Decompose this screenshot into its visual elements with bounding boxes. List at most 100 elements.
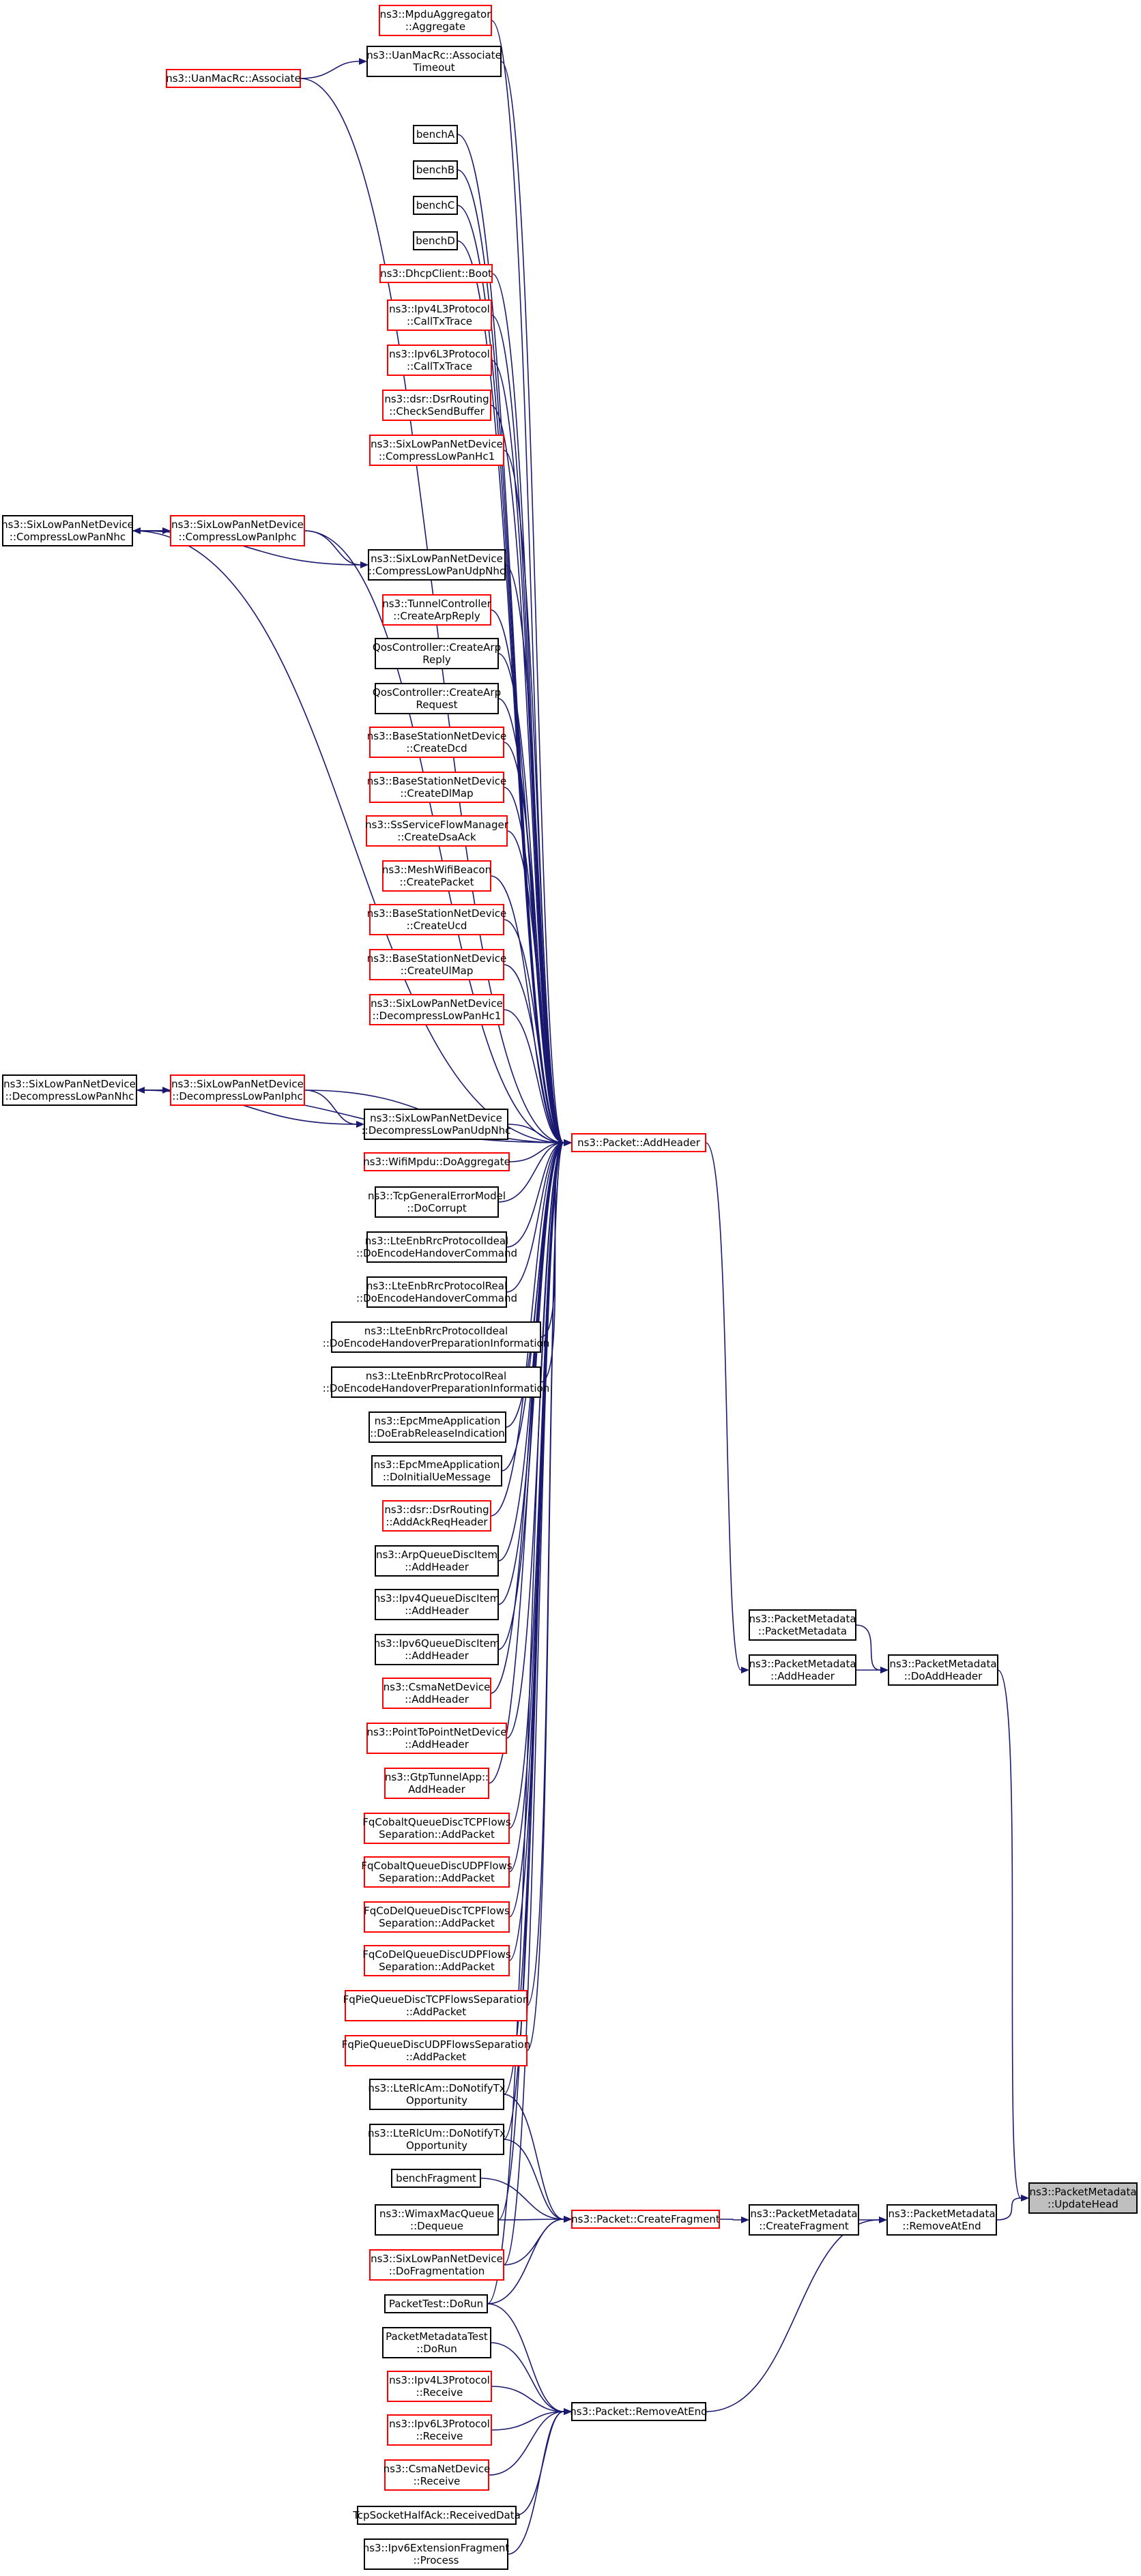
- node-compUdp[interactable]: ns3::SixLowPanNetDevice::CompressLowPanU…: [368, 549, 506, 581]
- node-decUdp[interactable]: ns3::SixLowPanNetDevice::DecompressLowPa…: [362, 1109, 511, 1140]
- node-dsrAck[interactable]: ns3::dsr::DsrRouting::AddAckReqHeader: [382, 1500, 491, 1532]
- node-pmRemove[interactable]: ns3::PacketMetadata::RemoveAtEnd: [886, 2204, 997, 2236]
- node-box: [888, 1654, 998, 1686]
- node-decIphc[interactable]: ns3::SixLowPanNetDevice::DecompressLowPa…: [170, 1074, 305, 1106]
- node-bsDcd[interactable]: ns3::BaseStationNetDevice::CreateDcd: [367, 727, 506, 758]
- node-ipv6Ext[interactable]: ns3::Ipv6ExtensionFragment::Process: [363, 2538, 510, 2570]
- node-pktTest[interactable]: PacketTest::DoRun: [384, 2294, 488, 2313]
- node-fqCobTcp[interactable]: FqCobaltQueueDiscTCPFlowsSeparation::Add…: [362, 1813, 511, 1844]
- node-label: ::Receive: [416, 2430, 463, 2442]
- node-box: [345, 2035, 528, 2066]
- node-fqCobUdp[interactable]: FqCobaltQueueDiscUDPFlowsSeparation::Add…: [361, 1856, 512, 1888]
- node-pmDoAdd[interactable]: ns3::PacketMetadata::DoAddHeader: [888, 1654, 998, 1686]
- node-label: ns3::PacketMetadata: [749, 1658, 856, 1670]
- edge-wimaxDeq-to-createFrag-line: [497, 2219, 564, 2221]
- node-arpQdi[interactable]: ns3::ArpQueueDiscItem::AddHeader: [375, 1545, 499, 1577]
- node-box: [384, 2459, 489, 2491]
- node-benchB[interactable]: benchB: [413, 160, 458, 179]
- node-removeAtEnd[interactable]: ns3::Packet::RemoveAtEnd: [570, 2402, 708, 2421]
- node-compIphc[interactable]: ns3::SixLowPanNetDevice::CompressLowPanI…: [170, 515, 305, 546]
- edge-epcUe-to-addHeader: [501, 1139, 572, 1472]
- node-compHc1[interactable]: ns3::SixLowPanNetDevice::CompressLowPanH…: [369, 435, 504, 466]
- edge-rlcAm-to-createFrag-line: [503, 2094, 564, 2220]
- node-label: ns3::Ipv6QueueDiscItem: [374, 1637, 500, 1650]
- edge-decIphc-to-decUdp-arrowhead: [356, 1121, 364, 1128]
- node-label: ::DoEncodeHandoverPreparationInformation: [323, 1382, 549, 1394]
- node-csmaAdd[interactable]: ns3::CsmaNetDevice::AddHeader: [382, 1678, 491, 1709]
- node-decNhc[interactable]: ns3::SixLowPanNetDevice::DecompressLowPa…: [2, 1074, 137, 1106]
- node-benchFrag[interactable]: benchFragment: [391, 2169, 481, 2188]
- node-bsDlMap[interactable]: ns3::BaseStationNetDevice::CreateDlMap: [367, 772, 506, 803]
- node-ipv4Qdi[interactable]: ns3::Ipv4QueueDiscItem::AddHeader: [374, 1589, 500, 1620]
- node-wifiMpdu[interactable]: ns3::WifiMpdu::DoAggregate: [363, 1152, 510, 1171]
- node-box: [375, 1634, 499, 1665]
- node-tunnelArp[interactable]: ns3::TunnelController::CreateArpReply: [382, 594, 492, 626]
- node-mpduAgg[interactable]: ns3::MpduAggregator::Aggregate: [379, 5, 492, 36]
- node-p2pAdd[interactable]: ns3::PointToPointNetDevice::AddHeader: [366, 1723, 507, 1754]
- edge-createFrag-to-pmCreateFrag-line: [719, 2219, 742, 2221]
- node-box: [364, 1856, 510, 1888]
- node-benchD[interactable]: benchD: [413, 231, 458, 250]
- node-pmTest[interactable]: PacketMetadataTest::DoRun: [382, 2327, 491, 2358]
- edge-ipv6Recv-to-removeAtEnd-line: [491, 2411, 564, 2431]
- edge-rlcUm-to-createFrag-line: [503, 2139, 564, 2220]
- node-ipv6Qdi[interactable]: ns3::Ipv6QueueDiscItem::AddHeader: [374, 1634, 500, 1665]
- node-ipv4Call[interactable]: ns3::Ipv4L3Protocol::CallTxTrace: [387, 299, 492, 331]
- node-bsUlMap[interactable]: ns3::BaseStationNetDevice::CreateUlMap: [367, 949, 506, 980]
- node-dhcpBoot[interactable]: ns3::DhcpClient::Boot: [379, 264, 493, 283]
- node-fqCoDUdp[interactable]: FqCoDelQueueDiscUDPFlowsSeparation::AddP…: [362, 1945, 511, 1976]
- node-meshBeacon[interactable]: ns3::MeshWifiBeacon::CreatePacket: [382, 860, 491, 892]
- node-pmPm[interactable]: ns3::PacketMetadata::PacketMetadata: [749, 1609, 856, 1641]
- node-epcErab[interactable]: ns3::EpcMmeApplication::DoErabReleaseInd…: [369, 1411, 506, 1443]
- node-lteIdealCmd[interactable]: ns3::LteEnbRrcProtocolIdeal::DoEncodeHan…: [356, 1231, 517, 1263]
- node-qosReply[interactable]: QosController::CreateArpReply: [373, 638, 501, 669]
- node-box: [364, 1109, 508, 1140]
- node-addHeader[interactable]: ns3::Packet::AddHeader: [571, 1133, 706, 1152]
- node-decHc1[interactable]: ns3::SixLowPanNetDevice::DecompressLowPa…: [369, 994, 504, 1025]
- node-bsUcd[interactable]: ns3::BaseStationNetDevice::CreateUcd: [367, 904, 506, 935]
- node-ssDsa[interactable]: ns3::SsServiceFlowManager::CreateDsaAck: [365, 815, 509, 847]
- node-benchC[interactable]: benchC: [413, 196, 458, 215]
- node-box: [369, 2124, 504, 2155]
- node-sixFrag[interactable]: ns3::SixLowPanNetDevice::DoFragmentation: [369, 2249, 504, 2281]
- node-label: ns3::WimaxMacQueue: [379, 2208, 494, 2220]
- node-ipv6Call[interactable]: ns3::Ipv6L3Protocol::CallTxTrace: [387, 345, 492, 376]
- node-label: ns3::Ipv4L3Protocol: [389, 303, 490, 315]
- node-lteRealCmd[interactable]: ns3::LteEnbRrcProtocolReal::DoEncodeHand…: [356, 1276, 517, 1308]
- node-fqPieTcp[interactable]: FqPieQueueDiscTCPFlowsSeparation::AddPac…: [343, 1990, 530, 2021]
- edge-pmAdd-to-pmDoAdd: [856, 1667, 889, 1673]
- node-label: ::CheckSendBuffer: [389, 405, 485, 418]
- edge-pmRemove-to-pmUpdate: [996, 2195, 1029, 2221]
- node-label: ::CompressLowPanHc1: [379, 450, 495, 463]
- node-label: ns3::MeshWifiBeacon: [382, 864, 491, 876]
- node-pmCreateFrag[interactable]: ns3::PacketMetadata::CreateFragment: [749, 2204, 859, 2236]
- node-label: ns3::CsmaNetDevice: [384, 1681, 491, 1693]
- node-box: [357, 2506, 517, 2525]
- edge-removeAtEnd-to-pmRemove-line: [705, 2219, 880, 2412]
- node-benchA[interactable]: benchA: [413, 125, 458, 144]
- node-wimaxDeq[interactable]: ns3::WimaxMacQueue::Dequeue: [375, 2204, 499, 2236]
- node-tcpErr[interactable]: ns3::TcpGeneralErrorModel::DoCorrupt: [368, 1186, 506, 1218]
- node-createFrag[interactable]: ns3::Packet::CreateFragment: [571, 2210, 720, 2229]
- node-label: ::DecompressLowPanIphc: [172, 1090, 302, 1102]
- node-fqPieUdp[interactable]: FqPieQueueDiscUDPFlowsSeparation::AddPac…: [342, 2035, 531, 2066]
- node-ipv6Recv[interactable]: ns3::Ipv6L3Protocol::Receive: [387, 2414, 492, 2446]
- node-ipv4Recv[interactable]: ns3::Ipv4L3Protocol::Receive: [387, 2371, 492, 2402]
- node-label: ns3::EpcMmeApplication: [374, 1459, 500, 1471]
- node-lteRealPrep[interactable]: ns3::LteEnbRrcProtocolReal::DoEncodeHand…: [323, 1366, 549, 1398]
- node-pmAdd[interactable]: ns3::PacketMetadata::AddHeader: [749, 1654, 856, 1686]
- node-csmaRecv[interactable]: ns3::CsmaNetDevice::Receive: [384, 2459, 491, 2491]
- node-epcUe[interactable]: ns3::EpcMmeApplication::DoInitialUeMessa…: [371, 1455, 502, 1487]
- node-compNhc[interactable]: ns3::SixLowPanNetDevice::CompressLowPanN…: [1, 515, 134, 546]
- node-uanAssoc[interactable]: ns3::UanMacRc::Associate: [166, 69, 301, 88]
- node-gtpAdd[interactable]: ns3::GtpTunnelApp::AddHeader: [384, 1768, 489, 1799]
- node-tcpHalf[interactable]: TcpSocketHalfAck::ReceivedData: [352, 2506, 521, 2525]
- node-fqCoDTcp[interactable]: FqCoDelQueueDiscTCPFlowsSeparation::AddP…: [364, 1901, 510, 1933]
- node-lteIdealPrep[interactable]: ns3::LteEnbRrcProtocolIdeal::DoEncodeHan…: [323, 1321, 549, 1353]
- edge-pmPm-to-pmDoAdd: [855, 1624, 889, 1673]
- node-dsrCheck[interactable]: ns3::dsr::DsrRouting::CheckSendBuffer: [382, 390, 491, 421]
